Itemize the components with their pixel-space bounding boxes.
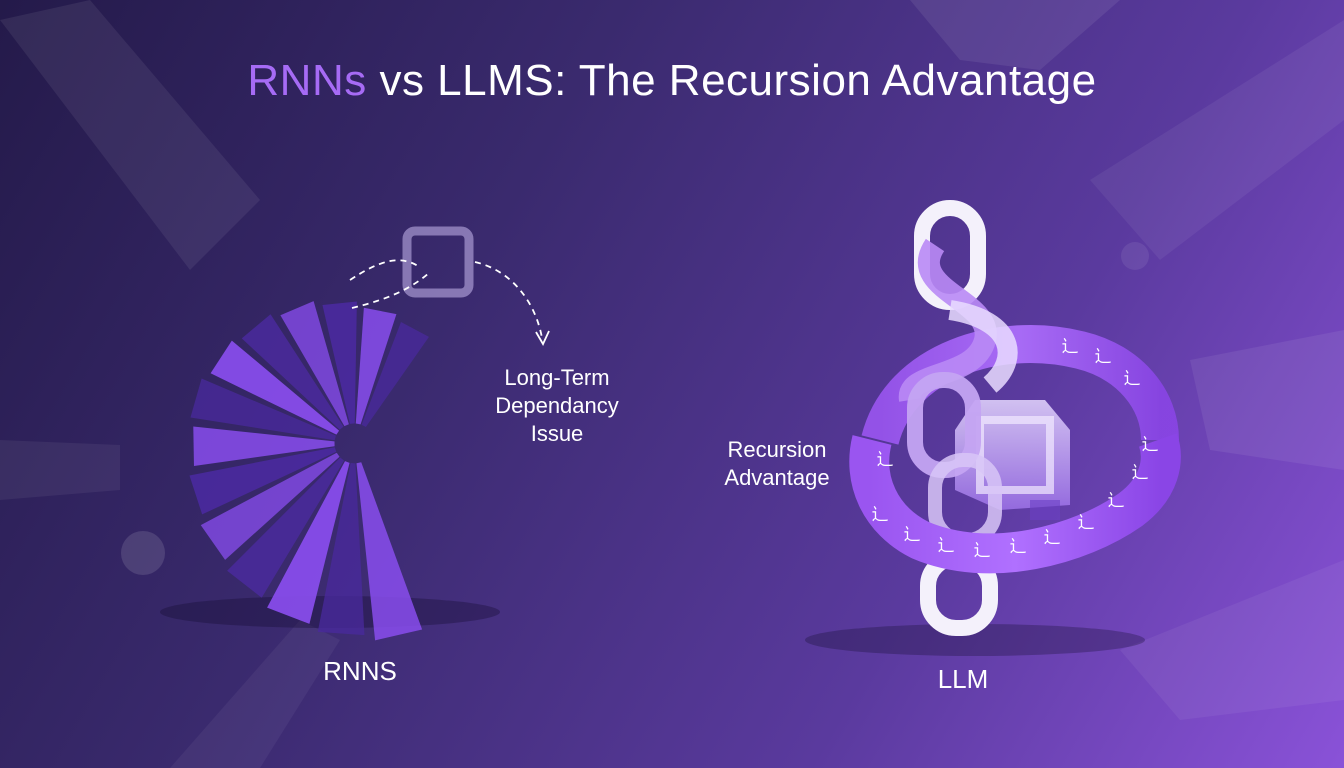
chain-twist-light [948, 300, 1018, 393]
rnn-spiral-segments [189, 301, 429, 641]
spiral-segment [356, 462, 423, 641]
spiral-segment [193, 426, 335, 466]
ribbon-glyph: 辶 [974, 541, 991, 560]
bg-shard-top-right [910, 0, 1120, 70]
ribbon-glyph: 辶 [1062, 337, 1079, 356]
spiral-segment [355, 307, 397, 425]
bg-shard-bottom-right [1120, 560, 1344, 720]
bg-shard-right-upper [1090, 20, 1344, 260]
dependency-arrow-head [535, 330, 550, 346]
bg-shard-bottom-left [170, 620, 340, 768]
ribbon-glyph: 辶 [872, 505, 889, 524]
llm-caption: LLM [937, 664, 989, 694]
core-shadow [1030, 500, 1060, 520]
ribbon-glyph: 辶 [1108, 491, 1125, 510]
long-term-dependency-label: Long-Term Dependancy Issue [472, 364, 642, 448]
spiral-segment [190, 378, 336, 441]
bg-shard-top-left [0, 0, 260, 270]
annotation-line: Recursion [727, 437, 827, 462]
ribbon-glyph: 辶 [877, 450, 894, 469]
spiral-segment [241, 314, 344, 430]
bg-dot-right [1121, 242, 1149, 270]
spiral-segment [227, 457, 345, 598]
bg-dot-left [121, 531, 165, 575]
page-title: RNNs vs LLMS: The Recursion Advantage [0, 56, 1344, 106]
ribbon-glyph: 辶 [1095, 347, 1112, 366]
ribbon-front [849, 433, 1181, 574]
ribbon-glyphs: 辶辶辶辶辶辶辶辶辶辶辶辶辶辶 [872, 337, 1159, 560]
ribbon-glyph: 辶 [1132, 463, 1149, 482]
dependency-arrow-line [474, 261, 543, 339]
spiral-segment [200, 452, 340, 560]
ribbon-glyph: 辶 [904, 525, 921, 544]
ribbon-glyph: 辶 [1142, 435, 1159, 454]
recursion-advantage-label: Recursion Advantage [712, 436, 842, 492]
spiral-segment [317, 463, 365, 636]
dashed-connector-lower [351, 271, 431, 309]
spiral-segment [322, 301, 357, 424]
ribbon-glyph: 辶 [1044, 528, 1061, 547]
annotation-line: Long-Term [504, 365, 610, 390]
llm-floor-shadow [805, 624, 1145, 656]
title-rest: vs LLMS: The Recursion Advantage [366, 56, 1097, 105]
bg-shard-right [1190, 330, 1344, 470]
core-cube-frame [976, 416, 1054, 494]
ribbon-glyph: 辶 [1078, 513, 1095, 532]
dashed-connector-upper [349, 259, 419, 281]
annotation-line: Dependancy [495, 393, 619, 418]
spiral-segment [280, 301, 349, 427]
annotation-line: Issue [530, 421, 584, 446]
ribbon-glyph: 辶 [938, 536, 955, 555]
spiral-segment [361, 322, 429, 428]
spiral-segment [210, 340, 340, 435]
spiral-segment [189, 447, 337, 515]
memory-cell-icon [402, 226, 474, 298]
bg-shard-left [0, 440, 120, 500]
ribbon-glyph: 辶 [1010, 537, 1027, 556]
title-accent: RNNs [247, 56, 367, 105]
ribbon-glyph: 辶 [1124, 369, 1141, 388]
annotation-line: Advantage [724, 465, 830, 490]
spiral-segment [267, 461, 350, 624]
rnn-caption: RNNS [323, 656, 397, 686]
